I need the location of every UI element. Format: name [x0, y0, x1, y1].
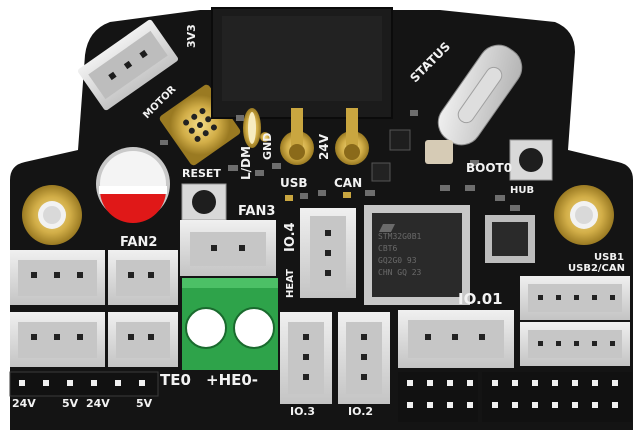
gold-pin-ldm — [243, 108, 261, 148]
gold-pin-24v-a — [280, 108, 314, 165]
mcu-chip — [364, 205, 470, 305]
io4-connector — [300, 208, 356, 298]
label-te0: TE0 — [160, 371, 191, 389]
label-24v: 24V — [317, 134, 331, 160]
io3-label-bar — [280, 404, 332, 418]
label-heat: HEAT — [285, 269, 296, 298]
label-can: CAN — [334, 176, 363, 190]
pin-header-right-pins — [407, 380, 618, 408]
pin-header-left-pins — [19, 380, 145, 386]
label-gnd: GND — [261, 132, 274, 160]
label-fan3: FAN3 — [238, 204, 276, 219]
label-io2: IO.2 — [348, 405, 374, 418]
fan2-connector — [108, 250, 178, 305]
label-24v-a: 24V — [12, 397, 36, 410]
mcu-marking-line-3: GQ2G0 93 — [378, 256, 417, 265]
label-reset: RESET — [182, 167, 221, 180]
mounting-hole-right — [554, 185, 614, 245]
left-connector-3 — [108, 312, 178, 367]
power-connector — [211, 7, 393, 119]
label-io01: IO.01 — [458, 290, 503, 308]
label-3v3: 3V3 — [185, 24, 198, 48]
st-logo-icon — [378, 218, 396, 232]
mounting-hole-left — [22, 185, 82, 245]
label-usb: USB — [280, 176, 308, 190]
mcu-marking-line-2: CBT6 — [378, 244, 398, 253]
capacitor — [96, 147, 170, 223]
hub-chip — [485, 215, 535, 263]
mcu-marking-line-4: CHN GQ 23 — [378, 268, 422, 277]
boot0-button — [509, 139, 553, 181]
label-io3: IO.3 — [290, 405, 316, 418]
label-usb2can: USB2/CAN — [568, 263, 626, 274]
label-5v-b: 5V — [136, 397, 153, 410]
io2-connector — [338, 312, 390, 404]
label-he0: +HE0- — [206, 371, 259, 389]
label-usb1: USB1 — [594, 252, 624, 263]
label-ldm: L/DM — [239, 146, 253, 180]
smd-components — [160, 110, 520, 211]
io01-connector — [398, 310, 514, 368]
label-24v-b: 24V — [86, 397, 110, 410]
usb1-connector — [520, 276, 630, 320]
label-hub: HUB — [510, 185, 535, 196]
left-connector-1 — [10, 250, 105, 305]
label-boot0: BOOT0 — [466, 161, 513, 175]
heater-terminal-block — [182, 278, 278, 370]
gold-pin-24v-b — [335, 108, 369, 165]
io3-connector — [280, 312, 332, 404]
pin-header-right — [398, 372, 632, 422]
label-fan2: FAN2 — [120, 235, 158, 250]
io2-label-bar — [338, 404, 390, 418]
reset-button — [181, 183, 227, 221]
usb-c-port — [437, 44, 523, 146]
fan3-connector — [180, 220, 276, 276]
label-5v-a: 5V — [62, 397, 79, 410]
pin-header-left — [9, 371, 159, 397]
left-connector-2 — [10, 312, 105, 367]
motor-connector — [77, 19, 179, 111]
mcu-marking-line-1: STM32G0B1 — [378, 232, 422, 241]
mcu-pins — [365, 215, 469, 295]
label-io4: IO.4 — [283, 222, 298, 252]
usb2-connector — [520, 322, 630, 366]
